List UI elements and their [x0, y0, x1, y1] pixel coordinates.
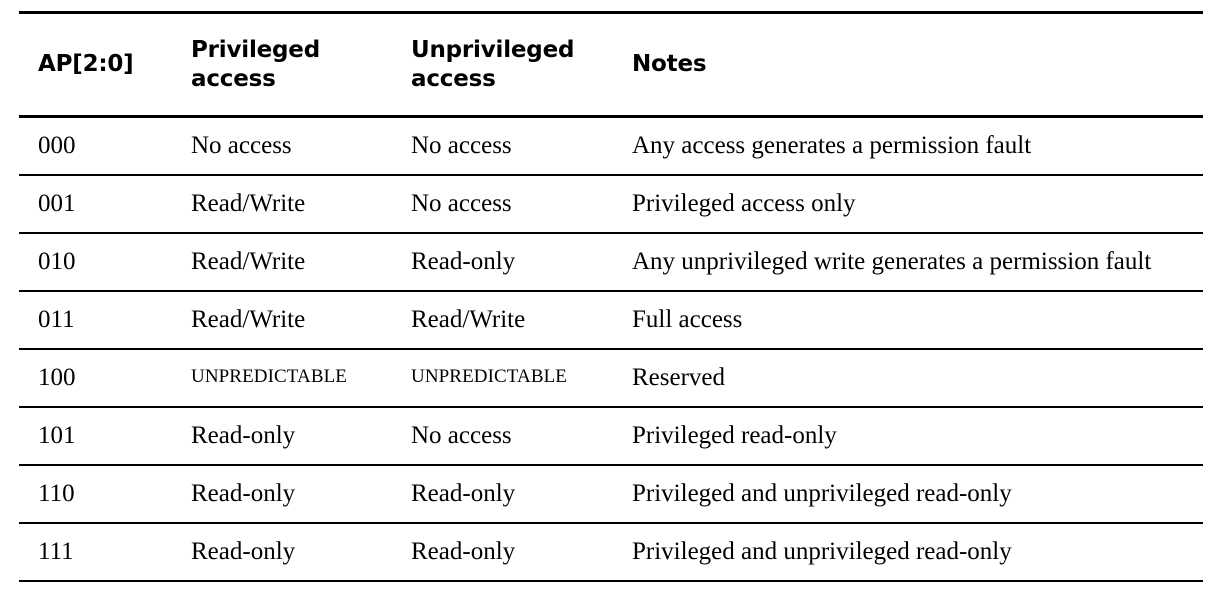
cell-notes: Privileged read-only	[613, 406, 1203, 466]
cell-notes: Privileged and unprivileged read-only	[613, 464, 1203, 524]
cell-unprivileged-access: UNPREDICTABLE	[392, 348, 613, 408]
table-row: 100 UNPREDICTABLE UNPREDICTABLE Reserved	[19, 348, 1203, 408]
cell-notes: Any unprivileged write generates a permi…	[613, 232, 1203, 292]
table-row: 011 Read/Write Read/Write Full access	[19, 290, 1203, 350]
cell-unprivileged-access: Read/Write	[392, 290, 613, 350]
table-header-row: AP[2:0] Privileged access Unprivileged a…	[19, 11, 1203, 118]
cell-notes: Full access	[613, 290, 1203, 350]
table-body: 000 No access No access Any access gener…	[19, 116, 1203, 582]
column-header-privileged-access: Privileged access	[172, 11, 392, 118]
cell-ap: 101	[19, 406, 172, 466]
cell-unprivileged-access: No access	[392, 116, 613, 176]
cell-ap: 010	[19, 232, 172, 292]
cell-unprivileged-access: Read-only	[392, 522, 613, 582]
cell-privileged-access: Read/Write	[172, 232, 392, 292]
cell-ap: 110	[19, 464, 172, 524]
cell-notes: Reserved	[613, 348, 1203, 408]
cell-notes: Any access generates a permission fault	[613, 116, 1203, 176]
cell-ap: 111	[19, 522, 172, 582]
table-header: AP[2:0] Privileged access Unprivileged a…	[19, 11, 1203, 118]
cell-ap: 100	[19, 348, 172, 408]
cell-privileged-access: UNPREDICTABLE	[172, 348, 392, 408]
cell-unprivileged-access: Read-only	[392, 464, 613, 524]
cell-notes: Privileged access only	[613, 174, 1203, 234]
access-permissions-table-container: AP[2:0] Privileged access Unprivileged a…	[19, 11, 1203, 582]
table-row: 101 Read-only No access Privileged read-…	[19, 406, 1203, 466]
cell-ap: 000	[19, 116, 172, 176]
cell-unprivileged-access: No access	[392, 406, 613, 466]
cell-privileged-access: Read-only	[172, 522, 392, 582]
column-header-ap: AP[2:0]	[19, 11, 172, 118]
table-row: 010 Read/Write Read-only Any unprivilege…	[19, 232, 1203, 292]
access-permissions-table: AP[2:0] Privileged access Unprivileged a…	[19, 11, 1203, 582]
table-row: 111 Read-only Read-only Privileged and u…	[19, 522, 1203, 582]
cell-unprivileged-access: No access	[392, 174, 613, 234]
table-row: 110 Read-only Read-only Privileged and u…	[19, 464, 1203, 524]
table-row: 000 No access No access Any access gener…	[19, 116, 1203, 176]
column-header-unprivileged-access: Unprivileged access	[392, 11, 613, 118]
table-row: 001 Read/Write No access Privileged acce…	[19, 174, 1203, 234]
cell-ap: 001	[19, 174, 172, 234]
cell-privileged-access: Read-only	[172, 406, 392, 466]
cell-unprivileged-access: Read-only	[392, 232, 613, 292]
cell-privileged-access: Read-only	[172, 464, 392, 524]
cell-privileged-access: Read/Write	[172, 290, 392, 350]
column-header-notes: Notes	[613, 11, 1203, 118]
cell-privileged-access: No access	[172, 116, 392, 176]
cell-ap: 011	[19, 290, 172, 350]
cell-notes: Privileged and unprivileged read-only	[613, 522, 1203, 582]
cell-privileged-access: Read/Write	[172, 174, 392, 234]
